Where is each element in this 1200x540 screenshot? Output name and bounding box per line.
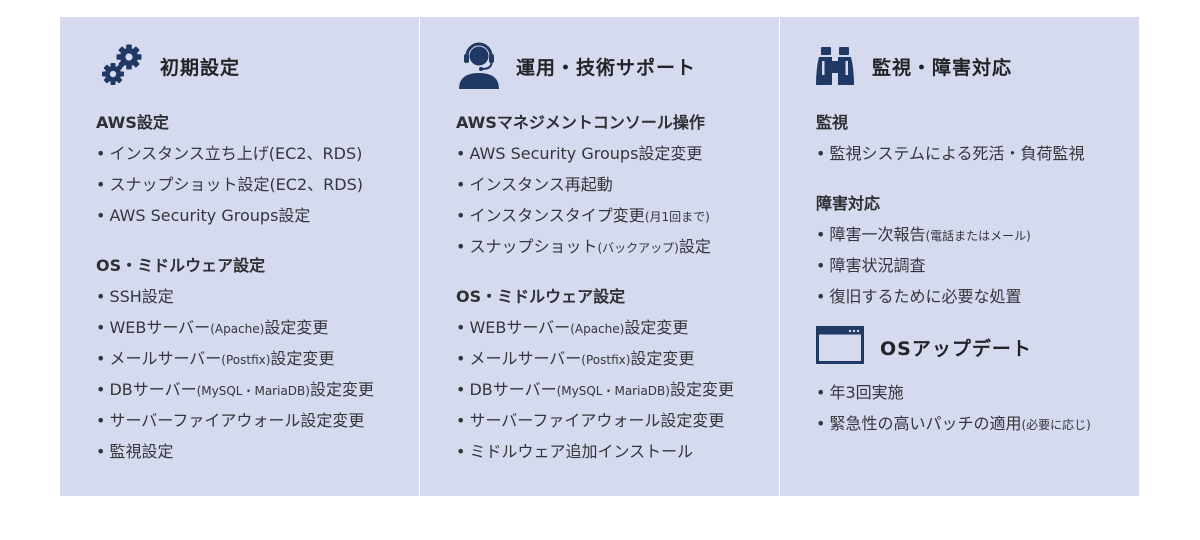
os-middleware-list: •WEBサーバー(Apache)設定変更 •メールサーバー(Postfix)設定… xyxy=(456,317,775,463)
support-operator-icon xyxy=(452,39,506,93)
section-title-console: AWSマネジメントコンソール操作 xyxy=(456,113,705,132)
list-item: •SSH設定 xyxy=(96,287,174,306)
gears-icon xyxy=(96,39,150,93)
incident-list: •障害一次報告(電話またはメール) •障害状況調査 •復旧するために必要な処置 xyxy=(816,224,1133,308)
column-initial-setup: 初期設定 AWS設定 •インスタンス立ち上げ(EC2、RDS) •スナップショッ… xyxy=(60,17,419,496)
list-item: •緊急性の高いパッチの適用(必要に応じ) xyxy=(816,414,1091,433)
column-body: 監視 •監視システムによる死活・負荷監視 障害対応 •障害一次報告(電話またはメ… xyxy=(816,112,1133,444)
browser-window-icon xyxy=(816,326,864,368)
list-item: •監視設定 xyxy=(96,442,174,461)
column-body: AWSマネジメントコンソール操作 •AWS Security Groups設定変… xyxy=(456,112,775,472)
column-header: 初期設定 xyxy=(96,39,240,93)
list-item: •スナップショット(バックアップ)設定 xyxy=(456,237,711,256)
service-panel: 初期設定 AWS設定 •インスタンス立ち上げ(EC2、RDS) •スナップショッ… xyxy=(60,17,1139,496)
list-item: •インスタンスタイプ変更(月1回まで) xyxy=(456,206,710,225)
column-body: AWS設定 •インスタンス立ち上げ(EC2、RDS) •スナップショット設定(E… xyxy=(96,112,415,472)
section-title-os-middleware: OS・ミドルウェア設定 xyxy=(96,256,266,275)
os-update-list: •年3回実施 •緊急性の高いパッチの適用(必要に応じ) xyxy=(816,382,1133,435)
list-item: •サーバーファイアウォール設定変更 xyxy=(456,411,725,430)
binoculars-icon xyxy=(808,39,862,93)
column-header: 監視・障害対応 xyxy=(808,39,1012,93)
list-item: •WEBサーバー(Apache)設定変更 xyxy=(96,318,329,337)
list-item: •メールサーバー(Postfix)設定変更 xyxy=(456,349,695,368)
os-update-title: OSアップデート xyxy=(880,337,1032,360)
list-item: •AWS Security Groups設定変更 xyxy=(456,144,703,163)
list-item: •復旧するために必要な処置 xyxy=(816,287,1022,306)
list-item: •インスタンス再起動 xyxy=(456,175,613,194)
list-item: •障害状況調査 xyxy=(816,256,926,275)
section-title-aws: AWS設定 xyxy=(96,113,169,132)
column-header: 運用・技術サポート xyxy=(452,39,696,93)
list-item: •障害一次報告(電話またはメール) xyxy=(816,225,1031,244)
list-item: •監視システムによる死活・負荷監視 xyxy=(816,144,1085,163)
section-title-monitoring: 監視 xyxy=(816,113,849,132)
list-item: •WEBサーバー(Apache)設定変更 xyxy=(456,318,689,337)
list-item: •DBサーバー(MySQL・MariaDB)設定変更 xyxy=(456,380,734,399)
os-update-header: OSアップデート xyxy=(816,326,1133,368)
column-title: 運用・技術サポート xyxy=(516,56,697,79)
list-item: •年3回実施 xyxy=(816,383,904,402)
column-title: 初期設定 xyxy=(160,56,241,79)
list-item: •メールサーバー(Postfix)設定変更 xyxy=(96,349,335,368)
section-title-incident: 障害対応 xyxy=(816,194,881,213)
list-item: •AWS Security Groups設定 xyxy=(96,206,311,225)
list-item: •インスタンス立ち上げ(EC2、RDS) xyxy=(96,144,363,163)
section-title-os-middleware: OS・ミドルウェア設定 xyxy=(456,287,626,306)
console-operation-list: •AWS Security Groups設定変更 •インスタンス再起動 •インス… xyxy=(456,143,775,258)
list-item: •スナップショット設定(EC2、RDS) xyxy=(96,175,363,194)
list-item: •ミドルウェア追加インストール xyxy=(456,442,694,461)
os-middleware-list: •SSH設定 •WEBサーバー(Apache)設定変更 •メールサーバー(Pos… xyxy=(96,286,415,463)
column-monitoring: 監視・障害対応 監視 •監視システムによる死活・負荷監視 障害対応 •障害一次報… xyxy=(779,17,1137,496)
list-item: •DBサーバー(MySQL・MariaDB)設定変更 xyxy=(96,380,374,399)
aws-setup-list: •インスタンス立ち上げ(EC2、RDS) •スナップショット設定(EC2、RDS… xyxy=(96,143,415,227)
column-title: 監視・障害対応 xyxy=(872,56,1013,79)
monitoring-list: •監視システムによる死活・負荷監視 xyxy=(816,143,1133,165)
list-item: •サーバーファイアウォール設定変更 xyxy=(96,411,365,430)
column-support: 運用・技術サポート AWSマネジメントコンソール操作 •AWS Security… xyxy=(419,17,779,496)
